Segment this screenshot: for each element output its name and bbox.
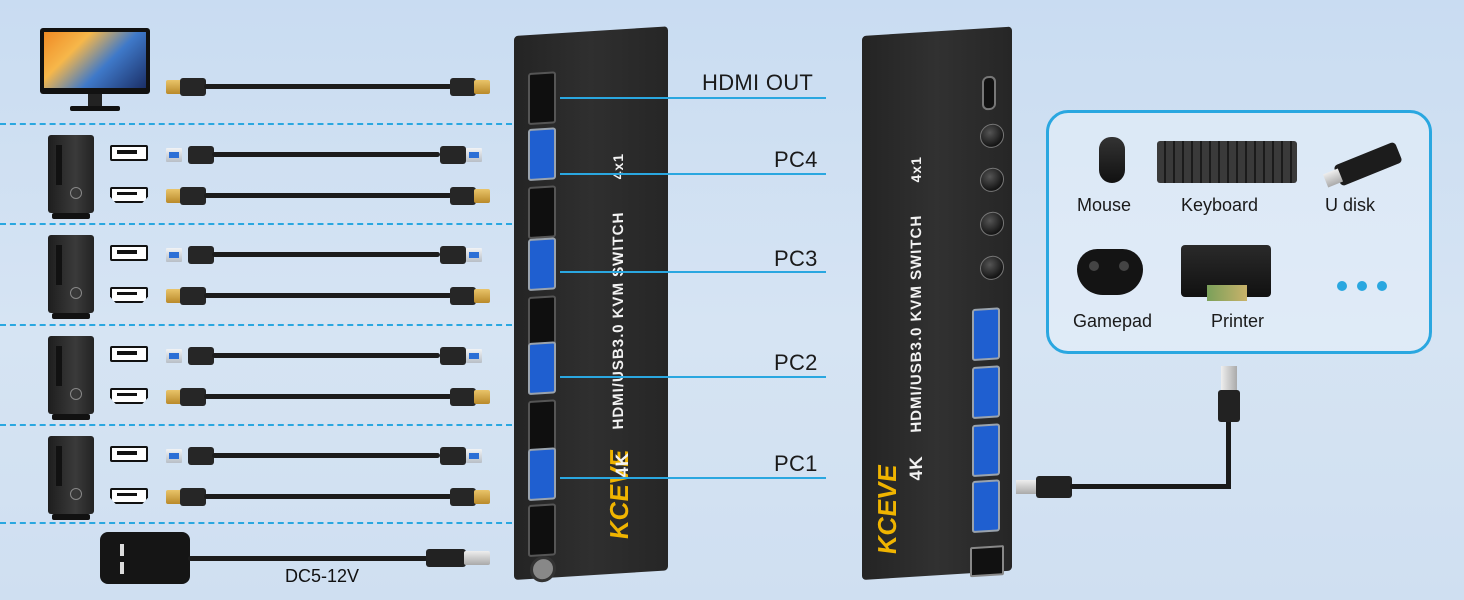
hdmi-plug-icon [450, 187, 476, 205]
power-cable [188, 556, 428, 561]
select-button-pc4[interactable] [980, 123, 1004, 149]
gamepad-label: Gamepad [1073, 311, 1153, 331]
separator [0, 223, 512, 225]
dc-plug-tip-icon [464, 551, 490, 565]
mouse-icon [1099, 137, 1125, 183]
printer-icon [1181, 245, 1271, 301]
hdmi-plug-icon [450, 287, 476, 305]
hdmi-plug-icon [180, 488, 206, 506]
kvm-switch-front: HDMI/USB3.0 KVM SWITCH 4x1 KCEVE 4K [514, 26, 668, 583]
usb3-port-4 [972, 479, 1000, 534]
hdmi-port-icon [110, 287, 148, 303]
keyboard-icon [1157, 141, 1297, 183]
callout-pc3: PC3 [774, 246, 818, 271]
usb-plug-icon [188, 246, 214, 264]
pc4-hdmi-port [528, 185, 556, 240]
usb-port-icon [110, 245, 148, 261]
res-badge: 4K [612, 451, 632, 478]
switch-ports: 4x1 [610, 152, 626, 180]
dc-plug-icon [426, 549, 466, 567]
usb-c-port [982, 75, 996, 111]
pc-tower-icon [48, 235, 94, 319]
usb-plug-icon [188, 146, 214, 164]
hdmi-port-icon [110, 388, 148, 404]
hdmi-out-port [528, 71, 556, 126]
dc-jack-icon [530, 555, 556, 583]
separator [0, 522, 512, 524]
hdmi-plug-icon [180, 388, 206, 406]
usb-port-icon [110, 346, 148, 362]
usb-devices-panel: Mouse Keyboard U disk Gamepad Printer [1046, 110, 1432, 354]
brand-logo-back: KCEVE [872, 463, 902, 556]
callout-pc4: PC4 [774, 147, 818, 172]
callout-pc1: PC1 [774, 451, 818, 476]
monitor-icon [40, 28, 150, 112]
more-dot [1377, 281, 1387, 291]
keyboard-label: Keyboard [1181, 195, 1259, 215]
hdmi-plug-icon [450, 488, 476, 506]
hdmi-plug-icon [450, 388, 476, 406]
hdmi-port-icon [110, 187, 148, 203]
hdmi-port-icon [110, 488, 148, 504]
power-label: DC5-12V [285, 566, 360, 586]
pc2-hdmi-port [528, 399, 556, 454]
callout-line-pc4 [560, 173, 826, 175]
pc-tower-icon [48, 135, 94, 219]
pc-tower-icon [48, 436, 94, 520]
separator [0, 123, 512, 125]
switch-model: HDMI/USB3.0 KVM SWITCH [610, 211, 627, 430]
gamepad-icon [1077, 249, 1143, 295]
usb-plug-icon [188, 347, 214, 365]
udisk-label: U disk [1325, 195, 1376, 215]
callout-line-pc2 [560, 376, 826, 378]
switch-model-back: HDMI/USB3.0 KVM SWITCH [908, 214, 925, 434]
callout-hdmi-out: HDMI OUT [702, 70, 814, 95]
separator [0, 324, 512, 326]
usb-port-icon [110, 145, 148, 161]
callout-line-pc1 [560, 477, 826, 479]
switch-ports-back: 4x1 [908, 155, 924, 184]
callout-pc2: PC2 [774, 350, 818, 375]
power-adapter-icon [100, 532, 190, 584]
power-switch[interactable] [970, 545, 1004, 578]
kvm-switch-back: HDMI/USB3.0 KVM SWITCH 4x1 KCEVE 4K [862, 26, 1012, 580]
usb3-port-1 [972, 307, 1000, 362]
pc4-usb-port [528, 127, 556, 182]
pc2-usb-port [528, 341, 556, 396]
callout-line-hdmi-out [560, 97, 826, 99]
printer-label: Printer [1211, 311, 1265, 331]
hdmi-plug-icon [180, 187, 206, 205]
usb-disk-icon [1333, 141, 1403, 187]
select-button-pc1[interactable] [980, 255, 1004, 281]
pc3-usb-port [528, 237, 556, 292]
usb-port-icon [110, 446, 148, 462]
pc1-usb-port [528, 447, 556, 502]
hdmi-plug-icon [180, 287, 206, 305]
usb-plug-icon [440, 347, 466, 365]
usb3-port-3 [972, 423, 1000, 478]
pc1-hdmi-port [528, 503, 556, 558]
callout-line-pc3 [560, 271, 826, 273]
more-dot [1357, 281, 1367, 291]
select-button-pc3[interactable] [980, 167, 1004, 193]
usb-plug-icon [188, 447, 214, 465]
usb-plug-icon [440, 146, 466, 164]
select-button-pc2[interactable] [980, 211, 1004, 237]
usb3-port-2 [972, 365, 1000, 420]
res-badge-back: 4K [906, 454, 926, 482]
pc-tower-icon [48, 336, 94, 420]
usb-plug-icon [440, 447, 466, 465]
mouse-label: Mouse [1077, 195, 1132, 215]
more-dot [1337, 281, 1347, 291]
separator [0, 424, 512, 426]
usb-plug-icon [440, 246, 466, 264]
